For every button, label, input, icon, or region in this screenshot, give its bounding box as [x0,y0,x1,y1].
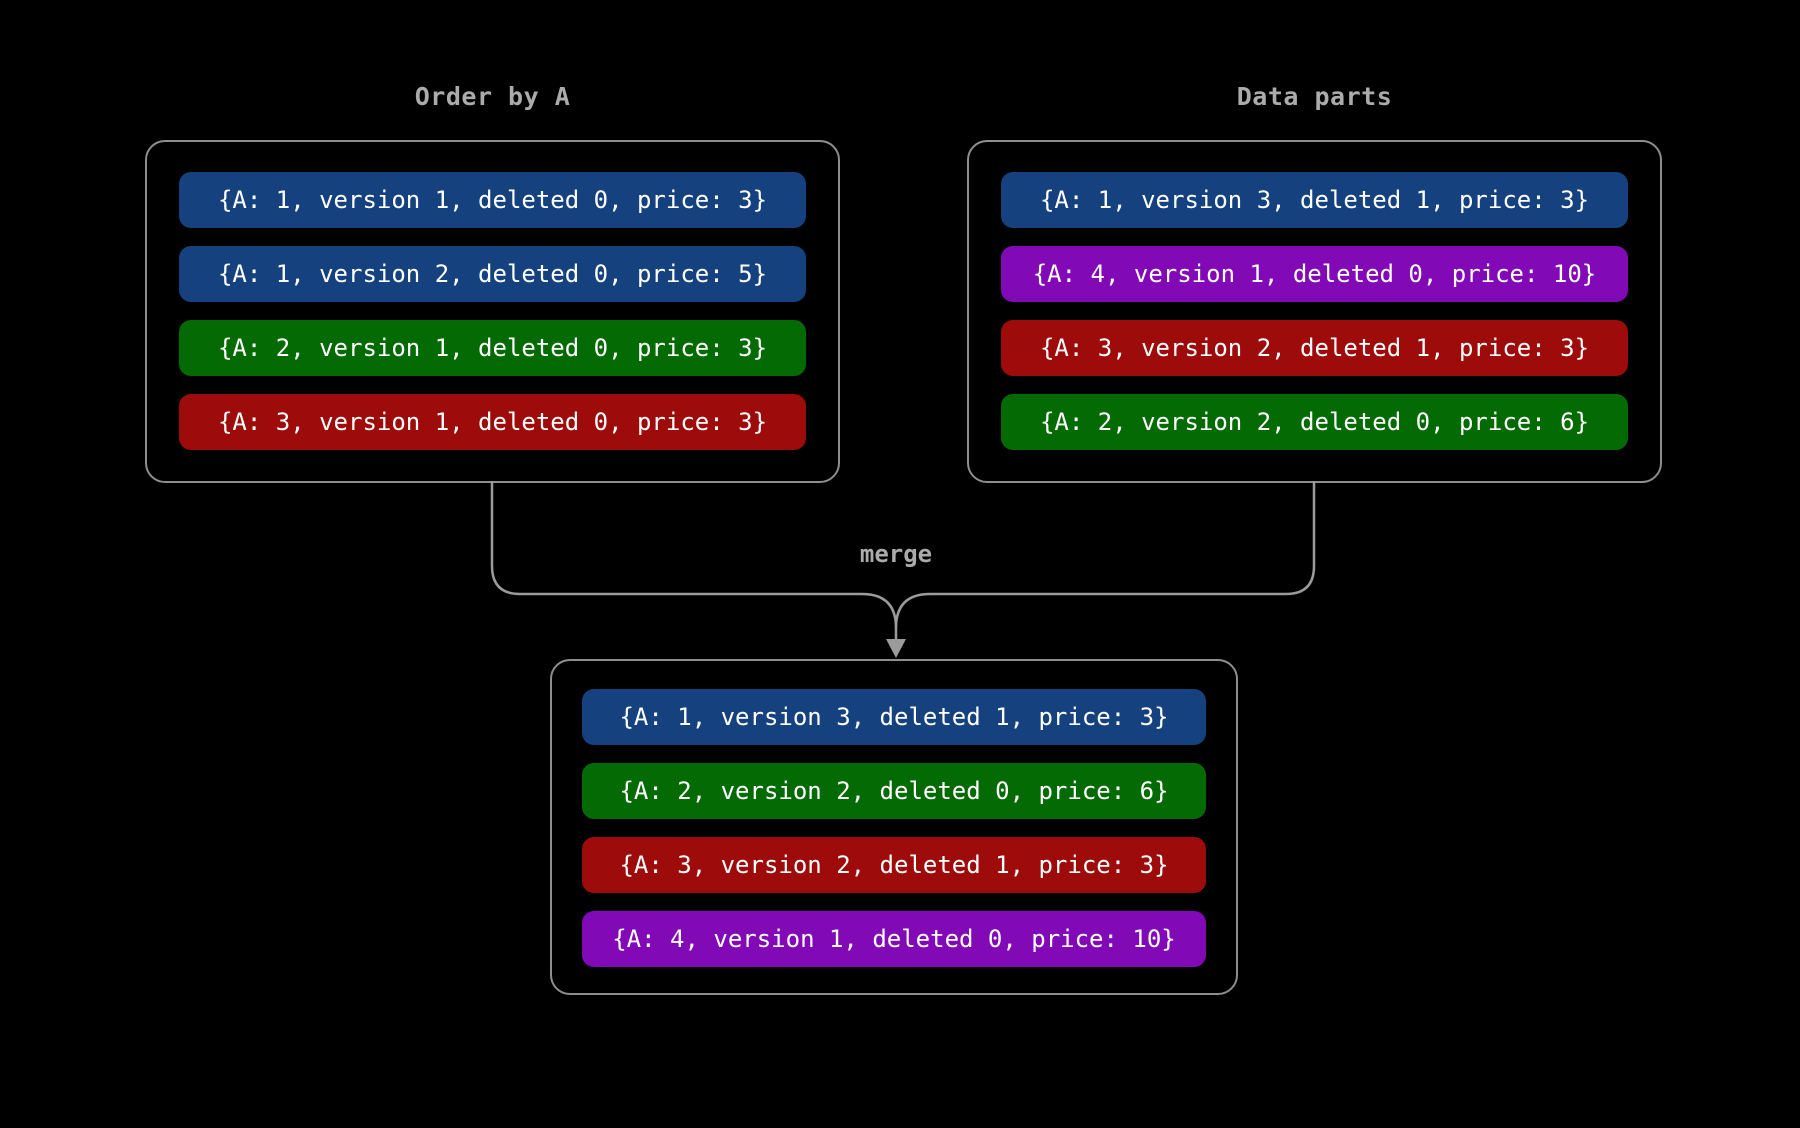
data-row: {A: 3, version 1, deleted 0, price: 3} [179,394,806,450]
data-row: {A: 4, version 1, deleted 0, price: 10} [582,911,1206,967]
data-row: {A: 1, version 3, deleted 1, price: 3} [582,689,1206,745]
data-row: {A: 2, version 2, deleted 0, price: 6} [1001,394,1628,450]
data-row: {A: 2, version 1, deleted 0, price: 3} [179,320,806,376]
data-parts-box: {A: 1, version 3, deleted 1, price: 3} {… [967,140,1662,483]
data-row: {A: 4, version 1, deleted 0, price: 10} [1001,246,1628,302]
data-row: {A: 2, version 2, deleted 0, price: 6} [582,763,1206,819]
data-row: {A: 1, version 1, deleted 0, price: 3} [179,172,806,228]
data-row: {A: 1, version 2, deleted 0, price: 5} [179,246,806,302]
data-row: {A: 1, version 3, deleted 1, price: 3} [1001,172,1628,228]
data-row: {A: 3, version 2, deleted 1, price: 3} [582,837,1206,893]
arrow-down-icon [886,639,906,658]
order-by-a-box: {A: 1, version 1, deleted 0, price: 3} {… [145,140,840,483]
merge-label: merge [859,540,933,568]
data-row: {A: 3, version 2, deleted 1, price: 3} [1001,320,1628,376]
order-by-a-title: Order by A [414,82,571,111]
data-parts-title: Data parts [1236,82,1393,111]
merged-result-box: {A: 1, version 3, deleted 1, price: 3} {… [550,659,1238,995]
